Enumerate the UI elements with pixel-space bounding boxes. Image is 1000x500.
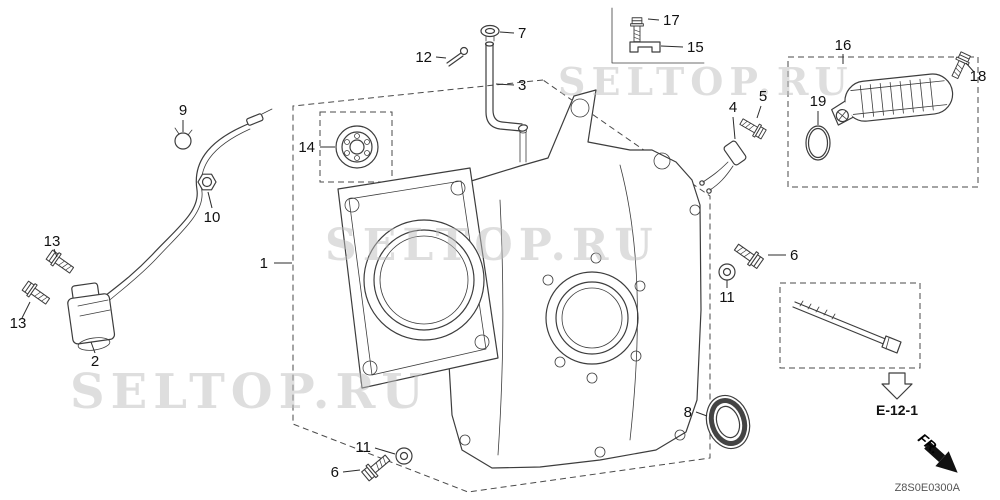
o-ring — [805, 125, 831, 161]
diagram-code: Z8S0E0300A — [895, 482, 961, 494]
callout-15: 15 — [687, 39, 704, 56]
oil-alert-unit — [67, 282, 116, 351]
reference-label: E-12-1 — [876, 402, 918, 418]
handle-dashed-box — [787, 56, 979, 188]
callout-4: 4 — [729, 99, 737, 116]
watermark-middle: SELTOP.RU — [325, 220, 659, 271]
callout-7: 7 — [518, 25, 526, 42]
callout-9: 9 — [179, 102, 187, 119]
bolt-6-right — [731, 240, 766, 271]
callout-1: 1 — [260, 255, 268, 272]
crankcase-body — [446, 89, 702, 469]
ball-bearing — [335, 125, 379, 169]
tube-clamp — [629, 41, 661, 53]
bolt-6-bottom — [359, 451, 393, 483]
nut — [197, 173, 217, 191]
watermark-bottom: SELTOP.RU — [70, 364, 429, 420]
callout-5: 5 — [759, 88, 767, 105]
grommet — [480, 24, 500, 42]
reference-arrow-icon — [881, 372, 913, 400]
bolt-13-upper — [44, 248, 77, 277]
bolt-13-lower — [20, 279, 53, 308]
callout-14: 14 — [298, 139, 315, 156]
sensor-switch — [699, 140, 747, 194]
leader-lines — [21, 18, 975, 473]
callout-8: 8 — [684, 404, 692, 421]
callout-6-bottom: 6 — [331, 464, 339, 481]
callout-13-upper: 13 — [44, 233, 61, 250]
callout-12: 12 — [415, 49, 432, 66]
cylinder-block — [337, 167, 499, 389]
breather-tube — [484, 41, 529, 132]
oil-alert-cable — [99, 108, 273, 306]
bolt-17 — [630, 17, 644, 43]
callout-11-bottom: 11 — [355, 439, 371, 456]
callout-19: 19 — [810, 93, 827, 110]
callout-13-lower: 13 — [10, 315, 27, 332]
callout-6-right: 6 — [790, 247, 798, 264]
callout-17: 17 — [663, 12, 680, 29]
fr-arrow-icon — [924, 441, 958, 473]
callout-10: 10 — [204, 209, 221, 226]
callouts: 1 2 3 4 5 6 6 7 8 9 10 11 11 12 13 13 14… — [10, 12, 987, 481]
handle-grip — [831, 73, 954, 126]
callout-18: 18 — [970, 68, 987, 85]
washer-11-right — [718, 263, 736, 281]
bolt-5 — [737, 115, 768, 141]
callout-16: 16 — [835, 37, 852, 54]
cotter-pin — [446, 46, 469, 67]
top-bracket-line — [611, 7, 705, 64]
oil-seal — [705, 394, 751, 450]
cable-clip — [174, 127, 193, 150]
watermark-top: SELTOP.RU — [558, 59, 854, 104]
main-assembly-dashed-box — [292, 79, 711, 493]
bearing-dashed-box — [319, 111, 393, 183]
callout-3: 3 — [518, 77, 526, 94]
callout-2: 2 — [91, 353, 99, 370]
reference-stud — [792, 300, 902, 354]
washer-11-bottom — [395, 447, 413, 465]
reference-dashed-box — [779, 282, 921, 369]
callout-11-right: 11 — [719, 289, 735, 306]
